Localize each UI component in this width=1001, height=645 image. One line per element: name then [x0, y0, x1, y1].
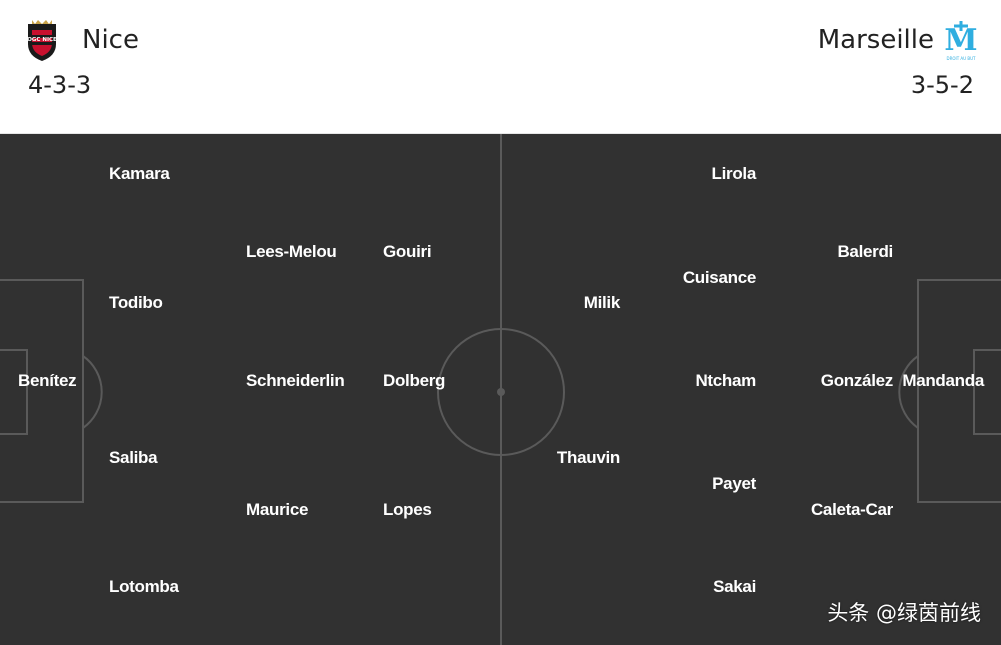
home-team-name: Nice: [82, 25, 139, 55]
player-lirola[interactable]: Lirola: [711, 164, 757, 183]
player-milik[interactable]: Milik: [583, 293, 621, 312]
player-kamara[interactable]: Kamara: [109, 164, 170, 183]
away-team-name: Marseille: [817, 25, 934, 55]
player-lopes[interactable]: Lopes: [383, 500, 432, 519]
player-benitez[interactable]: Benítez: [18, 371, 77, 390]
svg-text:OGC NICE: OGC NICE: [27, 37, 57, 43]
player-sakai[interactable]: Sakai: [713, 577, 756, 596]
pitch-markings: [0, 134, 1001, 645]
player-lotomba[interactable]: Lotomba: [109, 577, 179, 596]
player-lees-melou[interactable]: Lees-Melou: [246, 242, 337, 261]
svg-text:DROIT AU BUT: DROIT AU BUT: [947, 56, 977, 61]
player-dolberg[interactable]: Dolberg: [383, 371, 446, 390]
ogc-nice-crest-icon: OGC NICE: [27, 20, 57, 61]
away-formation: 3-5-2: [910, 71, 974, 99]
watermark: 头条 @绿茵前线: [827, 601, 981, 625]
om-marseille-crest-icon: M DROIT AU BUT: [944, 21, 978, 61]
player-gonzalez[interactable]: González: [820, 371, 894, 390]
pitch: Kamara Lees-Melou Gouiri Todibo Benítez …: [0, 134, 1001, 645]
player-saliba[interactable]: Saliba: [109, 448, 158, 467]
player-gouiri[interactable]: Gouiri: [383, 242, 432, 261]
player-balerdi[interactable]: Balerdi: [837, 242, 893, 261]
player-caleta-car[interactable]: Caleta-Car: [810, 500, 893, 519]
player-schneiderlin[interactable]: Schneiderlin: [246, 371, 345, 390]
player-todibo[interactable]: Todibo: [109, 293, 163, 312]
player-thauvin[interactable]: Thauvin: [556, 448, 620, 467]
player-mandanda[interactable]: Mandanda: [902, 371, 984, 390]
player-ntcham[interactable]: Ntcham: [695, 371, 756, 390]
player-maurice[interactable]: Maurice: [246, 500, 309, 519]
player-payet[interactable]: Payet: [712, 474, 756, 493]
home-formation: 4-3-3: [28, 71, 92, 99]
player-cuisance[interactable]: Cuisance: [682, 268, 756, 287]
match-header: OGC NICE Nice 4-3-3 Marseille M DROIT AU…: [0, 0, 1001, 134]
